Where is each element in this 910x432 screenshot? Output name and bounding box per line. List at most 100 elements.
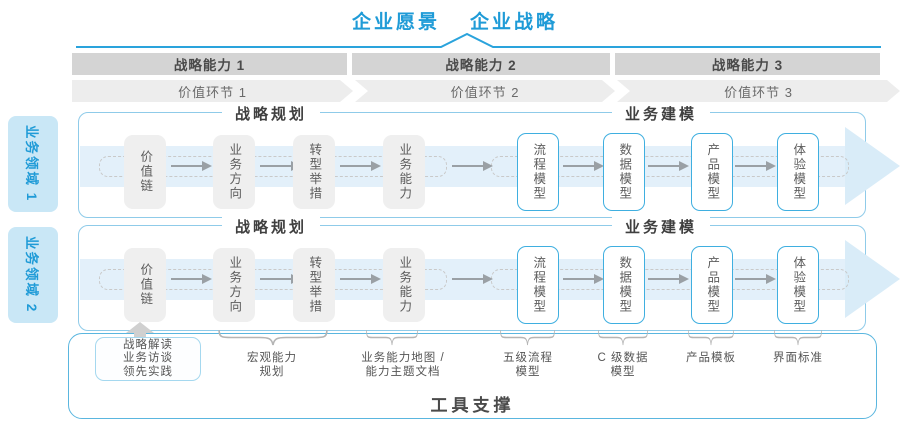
node-value-chain: 价值链 [124,135,166,209]
flow-arrow-icon [563,274,604,284]
strategy-title: 企业战略 [470,12,559,33]
callout-line [76,32,881,48]
node-experience-model-label: 体验模型 [791,256,806,314]
domain-1-text: 业务领域 1 [24,125,39,203]
up-arrow-shaft [134,333,146,339]
brace-icon [774,330,822,346]
node-data-model: 数据模型 [603,246,645,324]
node-transformation-initiatives-label: 转型举措 [307,256,322,314]
annotation-process-model: 五级流程 模型 [463,351,593,379]
annotation-line: 宏观能力 [247,352,297,364]
node-business-capability-label: 业务能力 [397,143,412,201]
flow-arrow-icon [171,161,212,171]
annotation-line: 模型 [610,366,636,378]
capability-bar-1-label: 战略能力 1 [173,58,246,73]
band-title-planning: 战略规划 [221,216,321,237]
node-business-direction-label: 业务方向 [227,143,242,201]
value-link-arrow-1: 价值环节 1 [72,80,353,102]
node-business-capability: 业务能力 [383,248,425,322]
flow-arrow-icon [648,161,689,171]
up-arrow-head [126,322,154,333]
capability-bar-1: 战略能力 1 [72,53,347,75]
node-product-model: 产品模型 [691,133,733,211]
node-value-chain: 价值链 [124,248,166,322]
header: 企业愿景 企业战略 [0,7,910,34]
value-link-arrow-2: 价值环节 2 [355,80,615,102]
value-link-2-label: 价值环节 2 [450,84,520,100]
capability-bar-2: 战略能力 2 [352,53,610,75]
annotation-macro-capability: 宏观能力 规划 [207,351,337,379]
node-product-model-label: 产品模型 [705,143,720,201]
node-business-capability-label: 业务能力 [397,256,412,314]
domain-label-1: 业务领域 1 [8,116,58,212]
node-process-model-label: 流程模型 [531,256,546,314]
capability-bar-3-label: 战略能力 3 [711,58,784,73]
annotation-line: C 级数据 [597,352,649,364]
node-experience-model-label: 体验模型 [791,143,806,201]
flow-arrow-icon [452,274,493,284]
brace-icon [688,330,734,346]
capability-bar-2-label: 战略能力 2 [445,58,517,73]
annotation-data-model: C 级数据 模型 [558,351,688,379]
node-value-chain-label: 价值链 [138,150,153,194]
up-arrow-icon [126,322,154,339]
node-data-model-label: 数据模型 [617,256,632,314]
node-product-model-label: 产品模型 [705,256,720,314]
annotation-line: 业务能力地图 / [361,352,445,364]
annotation-line: 模型 [515,366,541,378]
flow-arrowhead-icon [845,127,900,205]
node-transformation-initiatives: 转型举措 [293,135,335,209]
annotation-line: 五级流程 [503,352,553,364]
node-business-direction-label: 业务方向 [227,256,242,314]
node-experience-model: 体验模型 [777,133,819,211]
dashed-track-planning [99,269,447,290]
node-business-direction: 业务方向 [213,135,255,209]
practice-line-1: 战略解读 [123,338,173,351]
flow-arrow-icon [171,274,212,284]
flow-arrow-icon [735,274,776,284]
band-title-planning: 战略规划 [221,103,321,124]
brace-icon [218,330,328,346]
domain-label-2: 业务领域 2 [8,227,58,323]
node-data-model-label: 数据模型 [617,143,632,201]
node-experience-model: 体验模型 [777,246,819,324]
flow-arrow-icon [735,161,776,171]
value-link-arrow-3: 价值环节 3 [617,80,900,102]
domain-band-1: 战略规划 业务建模 价值链 业务方向 转型举措 业务能力 流程模型 数据模型 产… [78,103,900,218]
dashed-track-planning [99,156,447,177]
domain-2-text: 业务领域 2 [24,236,39,314]
flow-arrow-icon [340,274,381,284]
annotation-product-template: 产品模板 [646,351,776,365]
node-product-model: 产品模型 [691,246,733,324]
annotation-line: 能力主题文档 [365,366,441,378]
capability-bar-3: 战略能力 3 [615,53,880,75]
flow-arrow-icon [563,161,604,171]
band-title-modeling: 业务建模 [611,216,711,237]
brace-icon [598,330,648,346]
node-transformation-initiatives: 转型举措 [293,248,335,322]
vision-title: 企业愿景 [351,12,440,33]
practice-line-3: 领先实践 [123,365,173,378]
value-link-1-label: 价值环节 1 [178,84,247,100]
node-transformation-initiatives-label: 转型举措 [307,143,322,201]
flow-arrow-icon [340,161,381,171]
brace-icon [500,330,555,346]
node-value-chain-label: 价值链 [138,263,153,307]
flow-arrow-icon [260,161,301,171]
practice-line-2: 业务访谈 [123,352,173,365]
domain-band-2: 战略规划 业务建模 价值链 业务方向 转型举措 业务能力 流程模型 数据模型 产… [78,216,900,331]
value-link-3-label: 价值环节 3 [724,84,793,100]
annotation-capability-map: 业务能力地图 / 能力主题文档 [338,351,468,379]
node-data-model: 数据模型 [603,133,645,211]
annotation-line: 规划 [259,366,285,378]
node-business-direction: 业务方向 [213,248,255,322]
flow-arrow-icon [260,274,301,284]
tool-support-label: 工具支撑 [430,396,515,415]
tool-support-container [68,333,877,419]
flow-arrow-icon [648,274,689,284]
node-process-model: 流程模型 [517,246,559,324]
band-title-modeling: 业务建模 [611,103,711,124]
node-process-model-label: 流程模型 [531,143,546,201]
annotation-interface-standard: 界面标准 [733,351,863,365]
